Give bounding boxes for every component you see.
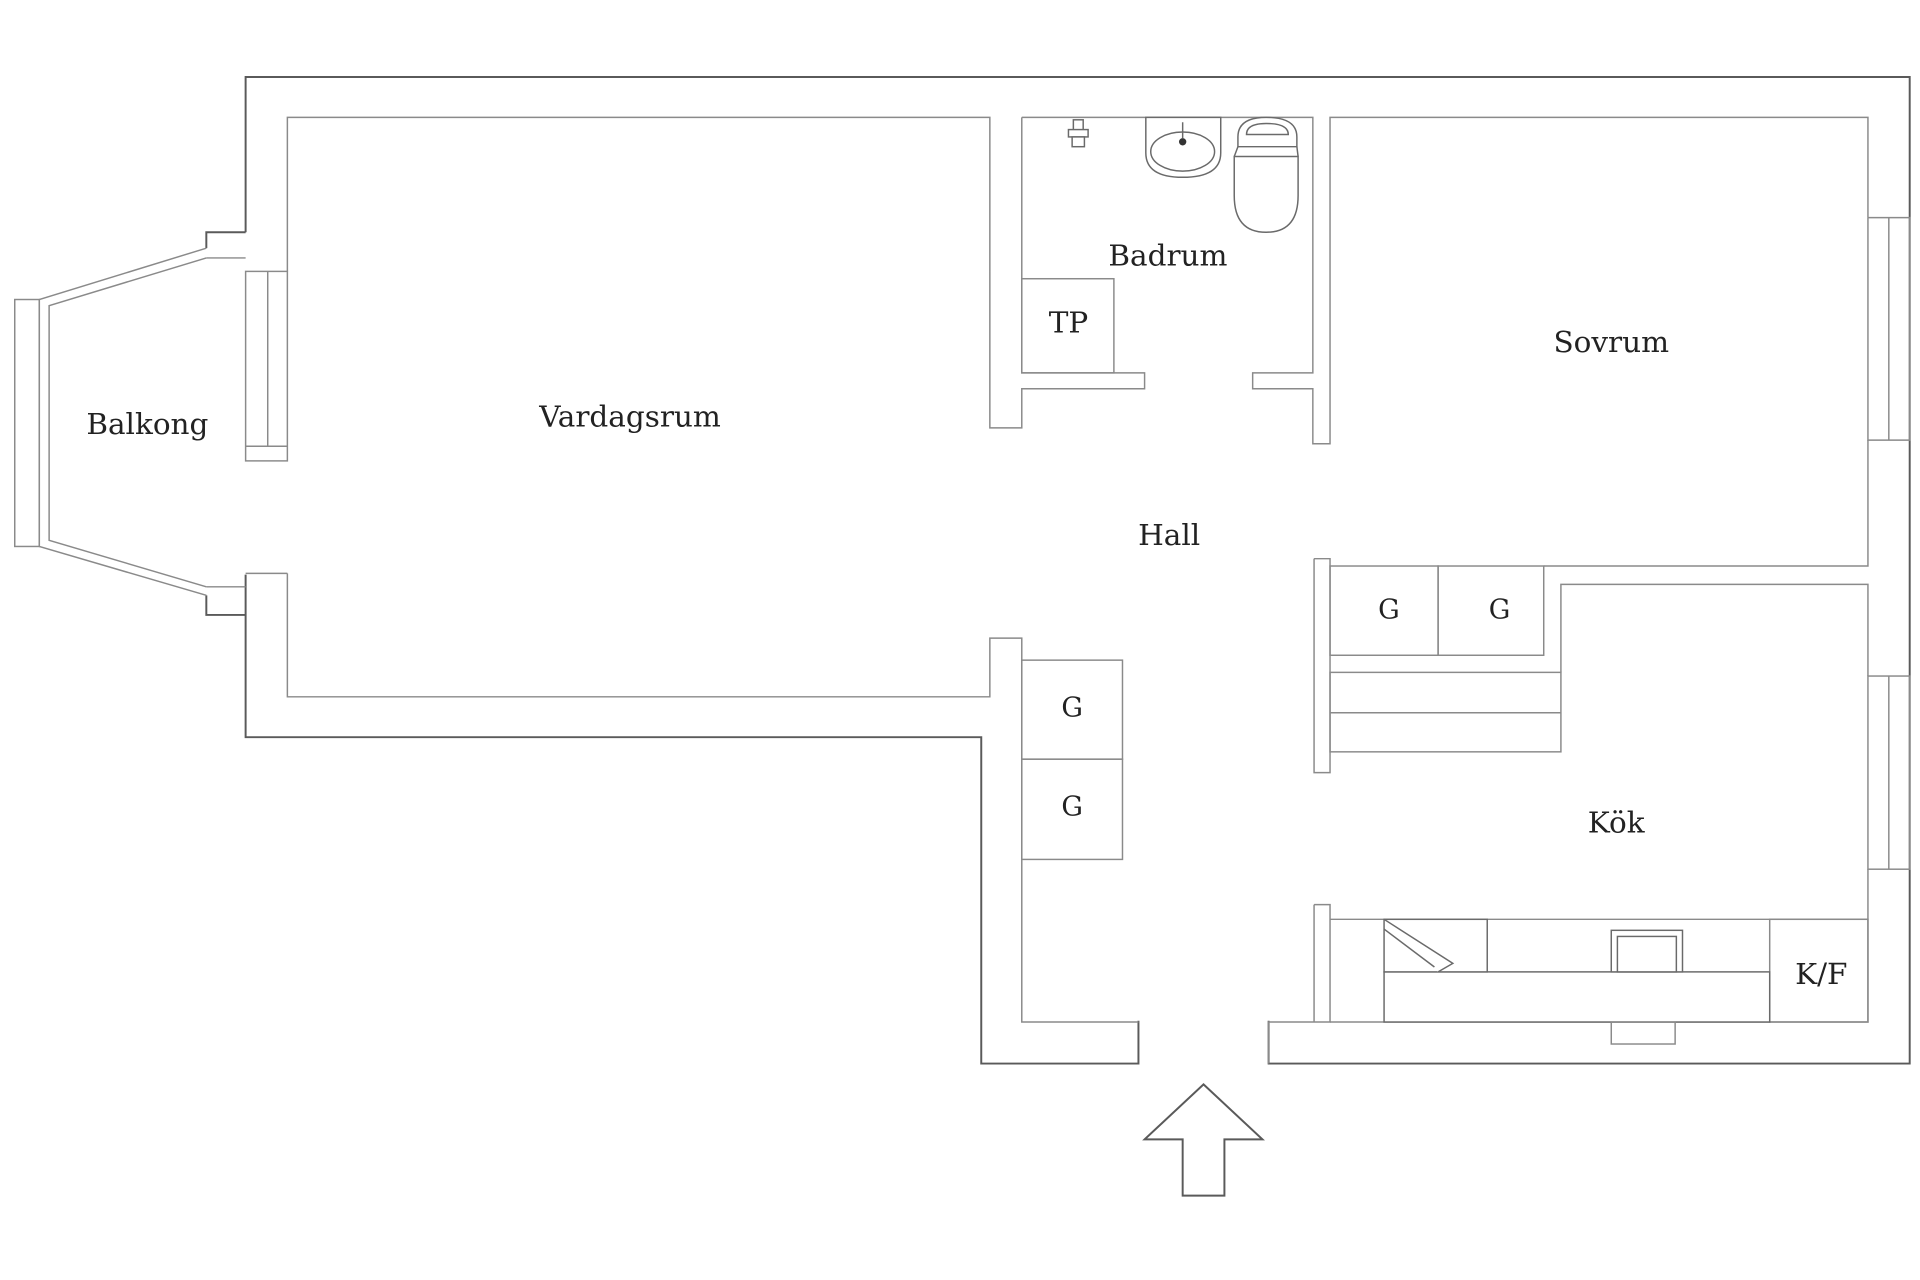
- bathroom: [1021, 116, 1869, 445]
- room-label-vardagsrum: Vardagsrum: [538, 400, 721, 434]
- balcony-connector-bottom: [205, 595, 246, 616]
- faucet-icon: [1067, 119, 1089, 148]
- window-frame: [244, 270, 289, 462]
- kitchen: [1267, 583, 1911, 1064]
- closet-label-hall-lower: G: [1061, 791, 1083, 822]
- room-label-kok: Kök: [1588, 806, 1646, 840]
- closet-label-hall-upper: G: [1061, 692, 1083, 723]
- room-label-tp: TP: [1049, 306, 1088, 340]
- balcony-rail-inner: [48, 257, 207, 588]
- bathroom-wall: [1021, 116, 1869, 445]
- stove-icon: [1383, 918, 1488, 973]
- kf-box: [1768, 918, 1869, 1023]
- outer-wall: [244, 76, 1911, 1065]
- hall-closets: [1021, 659, 1124, 861]
- room-label-badrum: Badrum: [1108, 238, 1227, 272]
- balcony-connector-top: [205, 231, 246, 249]
- closet-label-bedroom-left: G: [1378, 595, 1400, 626]
- living-room: [245, 116, 1146, 1023]
- room-label-sovrum: Sovrum: [1553, 325, 1669, 359]
- balcony-edge: [14, 298, 41, 548]
- bedroom-closet-right: [1437, 565, 1545, 656]
- kitchen-wall-top: [1560, 583, 1869, 677]
- room-label-kf: K/F: [1795, 957, 1847, 991]
- kitchen-sink-icon: [1610, 929, 1684, 1045]
- bedroom-wall-right: [1543, 440, 1869, 567]
- hall-closet-lower: [1021, 758, 1124, 861]
- sink-icon: [1145, 116, 1222, 178]
- bedroom: [1313, 216, 1911, 774]
- outer-walls: [244, 76, 1911, 1065]
- toilet-icon: [1233, 116, 1299, 234]
- kitchen-worktop: [1383, 971, 1771, 1023]
- bedroom-wall: [1867, 216, 1911, 441]
- entrance-arrow-icon: [1142, 1083, 1265, 1197]
- balcony: [14, 231, 246, 616]
- room-label-balkong: Balkong: [86, 407, 208, 441]
- room-label-hall: Hall: [1138, 518, 1200, 552]
- closet-label-bedroom-right: G: [1489, 595, 1511, 626]
- living-room-wall: [286, 116, 1146, 429]
- bedroom-wall-left: [1313, 557, 1331, 774]
- outer-wall-entrance-left: [244, 574, 1140, 1065]
- living-room-window: [244, 270, 289, 462]
- living-room-wall-bottom: [286, 573, 1139, 1023]
- kitchen-wall-entry: [1267, 903, 1331, 1064]
- tp-box: [1021, 277, 1115, 374]
